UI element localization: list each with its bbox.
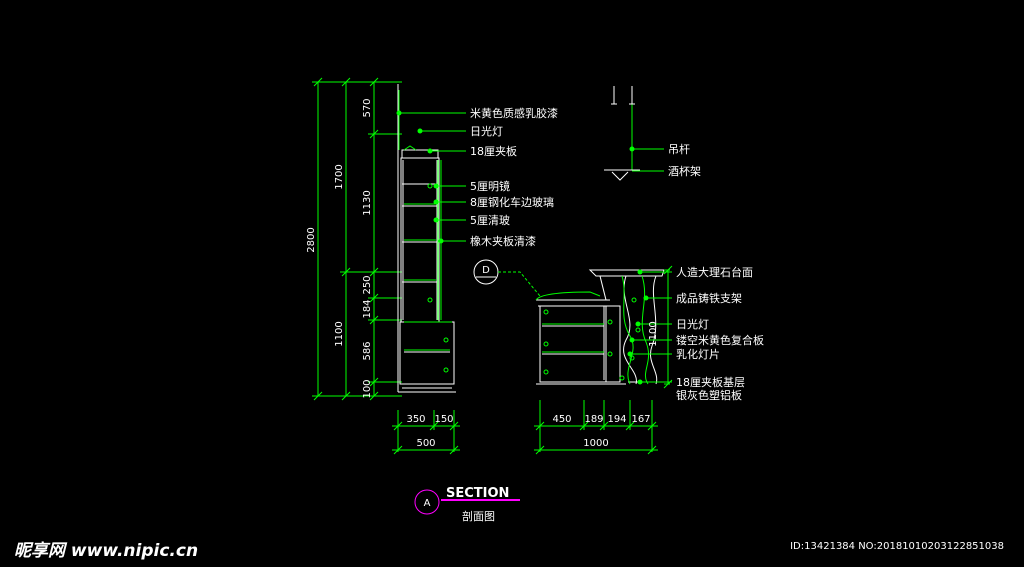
detail-marker-d	[473, 259, 541, 297]
dim-left-150: 150	[434, 414, 453, 425]
section-heading: SECTION	[446, 486, 509, 501]
detail-marker-letter: D	[482, 265, 490, 276]
dim-left-500: 500	[416, 438, 435, 449]
bar-counter-green-details	[534, 265, 673, 455]
dim-right-189: 189	[584, 414, 603, 425]
section-subheading: 剖面图	[462, 509, 495, 523]
dim-left-350: 350	[406, 414, 425, 425]
label-aluminum-plastic-board: 银灰色塑铝板	[676, 388, 742, 402]
dim-left-184: 184	[362, 299, 373, 318]
label-latex-paint: 米黄色质感乳胶漆	[470, 106, 558, 120]
dim-left-586: 586	[362, 341, 373, 360]
label-5mm-mirror: 5厘明镜	[470, 179, 510, 193]
section-marker-letter: A	[424, 498, 431, 509]
dim-left-1130: 1130	[362, 190, 373, 215]
label-diffuser-panel: 乳化灯片	[676, 347, 720, 361]
left-dimension-lines	[312, 77, 460, 455]
dim-left-570: 570	[362, 98, 373, 117]
label-hanging-rod: 吊杆	[668, 142, 690, 156]
watermark-logo: 昵享网 www.nipic.cn	[14, 541, 199, 561]
dim-right-167: 167	[631, 414, 650, 425]
left-leader-lines	[396, 110, 466, 244]
label-fluorescent-lamp-right: 日光灯	[676, 317, 709, 331]
dim-left-1700: 1700	[334, 164, 345, 189]
label-fluorescent-lamp-left: 日光灯	[470, 124, 503, 138]
tall-cabinet-green-details	[398, 90, 452, 373]
label-plywood-base: 18厘夹板基层	[676, 375, 745, 389]
label-cast-iron-bracket: 成品铸铁支架	[676, 291, 742, 305]
dim-left-2800: 2800	[306, 227, 317, 252]
label-hollow-composite-board: 镂空米黄色复合板	[676, 333, 764, 347]
dim-left-1100: 1100	[334, 321, 345, 346]
hanging-rod-and-glass-rack	[604, 86, 664, 181]
right-leader-lines	[627, 269, 672, 385]
label-18mm-plywood: 18厘夹板	[470, 144, 517, 158]
label-5mm-clear-glass: 5厘清玻	[470, 214, 510, 227]
dim-left-250: 250	[362, 275, 373, 294]
dim-right-450: 450	[552, 414, 571, 425]
watermark-id: ID:13421384 NO:20181010203122851038	[790, 541, 1004, 552]
label-oak-veneer: 橡木夹板清漆	[470, 234, 536, 248]
label-marble-countertop: 人造大理石台面	[676, 265, 753, 279]
dim-right-1100: 1100	[648, 321, 659, 346]
section-title-graphics	[414, 489, 520, 515]
label-glass-rack: 酒杯架	[668, 164, 701, 178]
tall-cabinet-body	[397, 84, 456, 393]
dim-left-100: 100	[362, 379, 373, 398]
dim-right-1000: 1000	[583, 438, 608, 449]
label-8mm-tempered-glass: 8厘钢化车边玻璃	[470, 195, 554, 209]
dim-right-194: 194	[607, 414, 626, 425]
